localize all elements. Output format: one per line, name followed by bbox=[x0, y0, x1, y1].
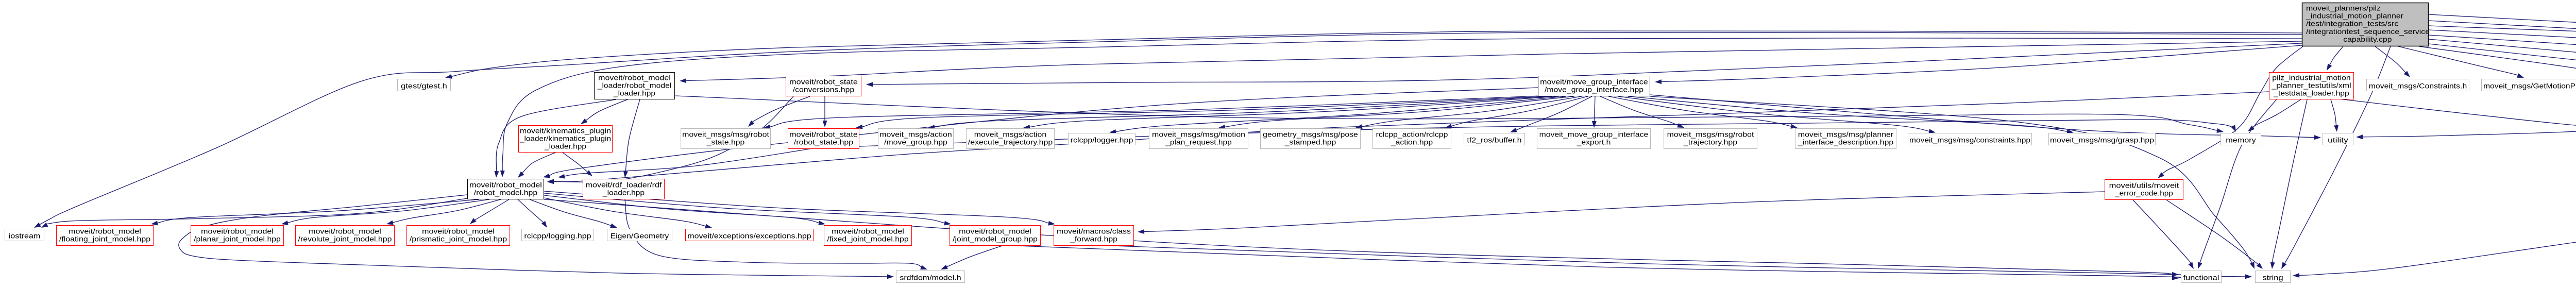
svg-text:moveit/robot_state: moveit/robot_state bbox=[789, 130, 858, 139]
svg-text:string: string bbox=[2262, 273, 2283, 281]
svg-text:moveit_msgs/msg/motion: moveit_msgs/msg/motion bbox=[1152, 130, 1245, 139]
svg-text:moveit_msgs/msg/planner: moveit_msgs/msg/planner bbox=[1798, 130, 1894, 139]
svg-text:/conversions.hpp: /conversions.hpp bbox=[793, 86, 855, 94]
svg-text:pilz_industrial_motion: pilz_industrial_motion bbox=[2272, 74, 2351, 82]
svg-text:_interface_description.hpp: _interface_description.hpp bbox=[1798, 138, 1894, 146]
svg-text:/integrationtest_sequence_serv: /integrationtest_sequence_service bbox=[2306, 27, 2430, 36]
svg-text:moveit/macros/class: moveit/macros/class bbox=[1057, 227, 1131, 235]
svg-text:Eigen/Geometry: Eigen/Geometry bbox=[611, 231, 669, 240]
svg-text:functional: functional bbox=[2183, 273, 2219, 281]
svg-text:rclcpp/logging.hpp: rclcpp/logging.hpp bbox=[524, 231, 591, 240]
svg-text:_capability.cpp: _capability.cpp bbox=[2338, 35, 2392, 43]
svg-text:/test/integration_tests/src: /test/integration_tests/src bbox=[2306, 20, 2399, 28]
svg-text:_loader/robot_model: _loader/robot_model bbox=[597, 81, 672, 90]
svg-text:moveit_msgs/Constraints.h: moveit_msgs/Constraints.h bbox=[2369, 81, 2467, 90]
svg-text:/revolute_joint_model.hpp: /revolute_joint_model.hpp bbox=[298, 235, 392, 243]
svg-text:rclcpp/logger.hpp: rclcpp/logger.hpp bbox=[1071, 136, 1133, 144]
svg-text:/fixed_joint_model.hpp: /fixed_joint_model.hpp bbox=[827, 235, 909, 243]
svg-text:_forward.hpp: _forward.hpp bbox=[1070, 235, 1117, 243]
svg-text:_export.h: _export.h bbox=[1577, 138, 1611, 146]
svg-text:geometry_msgs/msg/pose: geometry_msgs/msg/pose bbox=[1263, 130, 1358, 139]
svg-text:moveit/move_group_interface: moveit/move_group_interface bbox=[1540, 78, 1648, 86]
svg-text:_loader.hpp: _loader.hpp bbox=[602, 189, 645, 197]
svg-text:moveit/robot_model: moveit/robot_model bbox=[422, 227, 495, 235]
svg-text:/prismatic_joint_model.hpp: /prismatic_joint_model.hpp bbox=[410, 235, 507, 243]
svg-text:memory: memory bbox=[2226, 136, 2256, 144]
svg-text:/planar_joint_model.hpp: /planar_joint_model.hpp bbox=[194, 235, 281, 243]
svg-text:rclcpp_action/rclcpp: rclcpp_action/rclcpp bbox=[1376, 130, 1448, 139]
svg-text:iostream: iostream bbox=[9, 231, 41, 240]
svg-text:tf2_ros/buffer.h: tf2_ros/buffer.h bbox=[1467, 136, 1521, 144]
svg-text:moveit_msgs/msg/robot: moveit_msgs/msg/robot bbox=[1667, 130, 1754, 139]
svg-text:/robot_model.hpp: /robot_model.hpp bbox=[474, 189, 538, 197]
svg-text:moveit_planners/pilz: moveit_planners/pilz bbox=[2306, 4, 2381, 12]
svg-text:moveit/robot_model: moveit/robot_model bbox=[201, 227, 274, 235]
svg-text:_loader/kinematics_plugin: _loader/kinematics_plugin bbox=[519, 134, 611, 143]
svg-text:moveit/robot_model: moveit/robot_model bbox=[309, 227, 381, 235]
svg-text:_industrial_motion_planner: _industrial_motion_planner bbox=[2306, 12, 2403, 20]
svg-text:moveit_msgs/GetMotionPlan.h: moveit_msgs/GetMotionPlan.h bbox=[2483, 81, 2576, 90]
svg-text:_testdata_loader.hpp: _testdata_loader.hpp bbox=[2273, 89, 2349, 97]
svg-text:moveit/utils/moveit: moveit/utils/moveit bbox=[2109, 181, 2179, 190]
svg-text:_action.hpp: _action.hpp bbox=[1391, 138, 1433, 146]
svg-text:moveit/robot_model: moveit/robot_model bbox=[832, 227, 904, 235]
svg-text:/move_group_interface.hpp: /move_group_interface.hpp bbox=[1545, 86, 1643, 94]
svg-text:moveit/robot_model: moveit/robot_model bbox=[69, 227, 141, 235]
svg-text:/floating_joint_model.hpp: /floating_joint_model.hpp bbox=[59, 235, 150, 243]
svg-text:moveit/kinematics_plugin: moveit/kinematics_plugin bbox=[520, 127, 611, 135]
svg-text:moveit_msgs/action: moveit_msgs/action bbox=[879, 130, 952, 139]
svg-text:moveit/exceptions/exceptions.h: moveit/exceptions/exceptions.hpp bbox=[687, 231, 811, 240]
svg-text:_loader.hpp: _loader.hpp bbox=[613, 89, 655, 97]
svg-text:moveit_msgs/msg/grasp.hpp: moveit_msgs/msg/grasp.hpp bbox=[2050, 136, 2154, 144]
svg-text:moveit_msgs/msg/constraints.hp: moveit_msgs/msg/constraints.hpp bbox=[1909, 136, 2030, 144]
svg-text:moveit/robot_model: moveit/robot_model bbox=[469, 181, 542, 189]
svg-text:/execute_trajectory.hpp: /execute_trajectory.hpp bbox=[968, 138, 1053, 146]
svg-text:srdfdom/model.h: srdfdom/model.h bbox=[900, 273, 961, 281]
svg-text:moveit/robot_model: moveit/robot_model bbox=[598, 74, 671, 82]
svg-text:_stamped.hpp: _stamped.hpp bbox=[1284, 138, 1336, 146]
svg-text:moveit_msgs/msg/robot: moveit_msgs/msg/robot bbox=[682, 130, 769, 139]
svg-text:gtest/gtest.h: gtest/gtest.h bbox=[401, 81, 447, 90]
svg-text:/robot_state.hpp: /robot_state.hpp bbox=[794, 138, 853, 146]
svg-text:moveit/robot_state: moveit/robot_state bbox=[789, 78, 858, 86]
svg-text:moveit/rdf_loader/rdf: moveit/rdf_loader/rdf bbox=[586, 181, 662, 189]
svg-text:_planner_testutils/xml: _planner_testutils/xml bbox=[2271, 81, 2351, 90]
svg-text:/move_group.hpp: /move_group.hpp bbox=[884, 138, 947, 146]
svg-text:moveit_move_group_interface: moveit_move_group_interface bbox=[1539, 130, 1649, 139]
svg-text:moveit/robot_model: moveit/robot_model bbox=[959, 227, 1031, 235]
svg-text:_state.hpp: _state.hpp bbox=[706, 138, 745, 146]
svg-text:_trajectory.hpp: _trajectory.hpp bbox=[1683, 138, 1738, 146]
svg-text:moveit_msgs/action: moveit_msgs/action bbox=[974, 130, 1046, 139]
svg-text:_error_code.hpp: _error_code.hpp bbox=[2114, 189, 2173, 197]
svg-text:/joint_model_group.hpp: /joint_model_group.hpp bbox=[953, 235, 1038, 243]
svg-text:utility: utility bbox=[2328, 136, 2348, 144]
svg-text:_plan_request.hpp: _plan_request.hpp bbox=[1165, 138, 1232, 146]
svg-text:_loader.hpp: _loader.hpp bbox=[544, 142, 586, 150]
